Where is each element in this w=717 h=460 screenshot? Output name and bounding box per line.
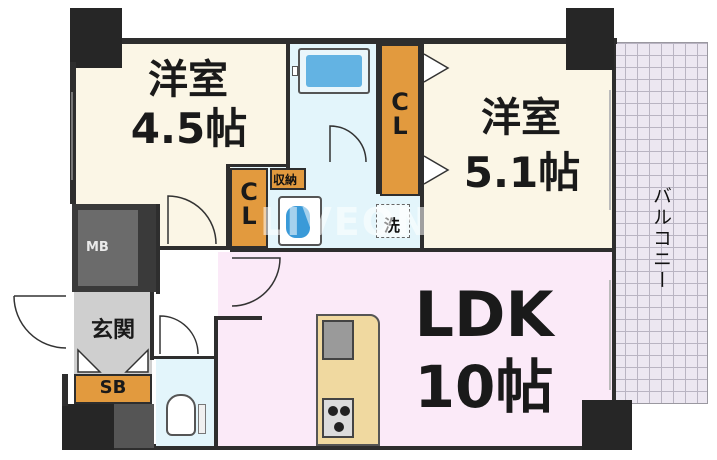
western-room-2 — [424, 44, 612, 248]
mb-label: MB — [86, 240, 109, 255]
door-swing-entrance — [13, 295, 67, 349]
wall-toilet-top — [150, 356, 216, 359]
door-swing-western1 — [167, 195, 217, 245]
ldk-name: LDK — [414, 278, 554, 351]
shoe-box-label: SB — [99, 377, 127, 398]
wall-hall-left — [156, 204, 160, 294]
wall-wash-left — [226, 164, 230, 250]
hallway — [160, 250, 218, 358]
watermark: LIVEON — [260, 200, 430, 244]
shoe-box — [74, 374, 152, 404]
toilet-bowl-icon — [166, 394, 196, 436]
balcony-label: バルコニー — [650, 186, 672, 291]
closet-door-upper — [423, 53, 450, 83]
bathtub — [298, 48, 370, 94]
balcony — [612, 42, 708, 404]
wall-bath-right — [376, 44, 380, 194]
wall-left-lower — [62, 374, 68, 406]
pillar-bottom-right — [582, 400, 632, 450]
pillar-bottom-left — [62, 404, 114, 450]
closet-upper — [380, 44, 420, 196]
bathtub-water — [306, 55, 362, 87]
toilet-remote-icon — [198, 404, 206, 434]
door-swing-toilet — [159, 315, 199, 355]
kitchen-sink — [322, 320, 354, 360]
washer-space — [376, 204, 410, 238]
mb-box: MB — [72, 204, 160, 292]
wall-closet-right — [420, 44, 424, 248]
shoe-box-door — [77, 348, 149, 373]
wall-toilet-right — [214, 316, 218, 448]
pillar-bottom-left-inner — [114, 404, 154, 448]
western-room-1-size: 4.5帖 — [130, 104, 248, 153]
faucet-icon — [292, 66, 298, 76]
ldk-size: 10帖 — [414, 353, 554, 421]
burner-icon — [328, 406, 338, 416]
outer-wall-bottom — [62, 444, 632, 450]
wall-w1-bottom — [160, 246, 232, 250]
washer-label: 洗 — [384, 216, 401, 235]
closet-upper-label: C L — [391, 88, 409, 140]
closet-lower — [230, 168, 268, 248]
closet-door-lower — [423, 155, 450, 185]
burner-icon — [340, 406, 350, 416]
wall-wash-top — [226, 164, 290, 167]
washbasin-bowl — [286, 206, 310, 238]
western-room-2-size: 5.1帖 — [463, 148, 581, 197]
mb-inner — [78, 210, 138, 286]
wall-bath-left — [286, 44, 290, 168]
pillar-top-right — [566, 8, 614, 70]
wall-entrance-right — [150, 292, 154, 360]
door-swing-ldk — [231, 257, 281, 307]
entrance-label: 玄関 — [90, 318, 135, 343]
ldk-room — [218, 252, 612, 446]
outer-wall-top — [72, 38, 617, 44]
washbasin — [278, 196, 322, 246]
outer-wall-right — [610, 38, 616, 448]
closet-lower-label: C L — [240, 178, 258, 230]
western-room-2-name: 洋室 — [481, 95, 561, 141]
storage-closet — [270, 168, 306, 190]
storage-label: 収納 — [273, 173, 298, 187]
pillar-top-left — [70, 8, 122, 68]
door-swing-bath — [329, 125, 367, 163]
wall-ldk-top — [230, 248, 612, 252]
wall-hall-right — [214, 316, 262, 320]
western-room-1-name: 洋室 — [148, 57, 228, 103]
burner-icon — [334, 422, 344, 432]
kitchen-stove — [322, 398, 354, 438]
